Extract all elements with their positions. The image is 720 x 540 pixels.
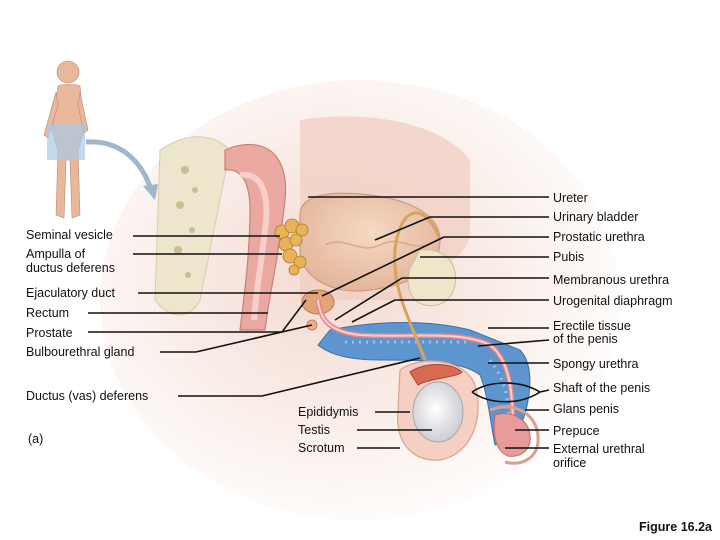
epididymis xyxy=(409,364,463,386)
testis xyxy=(412,381,464,443)
figure-highlight xyxy=(47,124,85,160)
bladder-folds xyxy=(324,240,426,249)
erectile-tissue xyxy=(317,322,531,446)
ductus-deferens-path xyxy=(393,211,442,361)
label-urinary-bladder: Urinary bladder xyxy=(553,210,639,224)
shaft-bracket-top xyxy=(471,382,541,393)
label-glans-penis: Glans penis xyxy=(553,402,620,416)
label-ejaculatory-duct: Ejaculatory duct xyxy=(26,286,115,300)
seminal-vesicle xyxy=(274,218,309,276)
shaft-bracket xyxy=(471,391,541,403)
label-ampulla: Ampulla of ductus deferens xyxy=(26,247,115,275)
label-prepuce: Prepuce xyxy=(553,424,600,438)
leader-lines-left xyxy=(88,235,421,397)
label-ductus-deferens: Ductus (vas) deferens xyxy=(26,389,149,403)
label-shaft-of-penis: Shaft of the penis xyxy=(553,381,651,395)
label-spongy-urethra: Spongy urethra xyxy=(553,357,639,371)
label-urogenital-diaphragm: Urogenital diaphragm xyxy=(553,294,673,308)
label-epididymis: Epididymis xyxy=(298,405,359,419)
rectum xyxy=(224,143,287,331)
glans-penis xyxy=(493,413,531,457)
label-ureter: Ureter xyxy=(553,191,588,205)
zoom-arrow xyxy=(85,139,155,193)
label-bulbourethral-gland: Bulbourethral gland xyxy=(26,345,135,359)
zoom-arrowhead xyxy=(143,184,158,200)
prepuce xyxy=(489,405,540,465)
figure-caption: Figure 16.2a xyxy=(639,520,712,534)
label-rectum: Rectum xyxy=(26,306,70,320)
label-membranous-urethra: Membranous urethra xyxy=(553,273,670,287)
label-erectile-tissue: Erectile tissue of the penis xyxy=(553,319,631,346)
label-prostate: Prostate xyxy=(26,326,73,340)
urethra-lumen xyxy=(317,299,514,451)
label-external-urethral-orifice: External urethral orifice xyxy=(553,442,645,470)
panel-label: (a) xyxy=(28,432,44,446)
leader-lines-bottom xyxy=(357,411,432,449)
label-pubis: Pubis xyxy=(553,250,585,264)
label-prostatic-urethra: Prostatic urethra xyxy=(553,230,645,244)
sacral-texture xyxy=(174,166,198,278)
leader-lines-right xyxy=(308,196,550,449)
label-testis: Testis xyxy=(298,423,330,437)
label-scrotum: Scrotum xyxy=(298,441,345,455)
sacrum xyxy=(154,136,231,316)
label-seminal-vesicle: Seminal vesicle xyxy=(26,228,113,242)
